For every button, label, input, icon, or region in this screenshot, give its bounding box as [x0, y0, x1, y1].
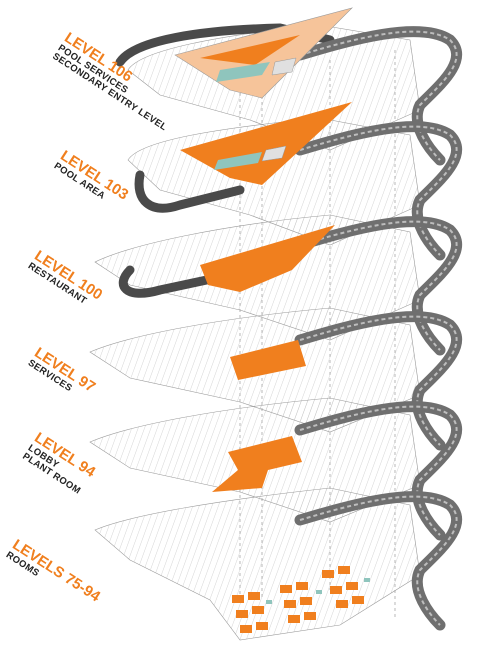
- levels-75-94-plan: [94, 487, 462, 641]
- level-106-plan: [115, 7, 462, 166]
- level-100-plan: [94, 214, 462, 356]
